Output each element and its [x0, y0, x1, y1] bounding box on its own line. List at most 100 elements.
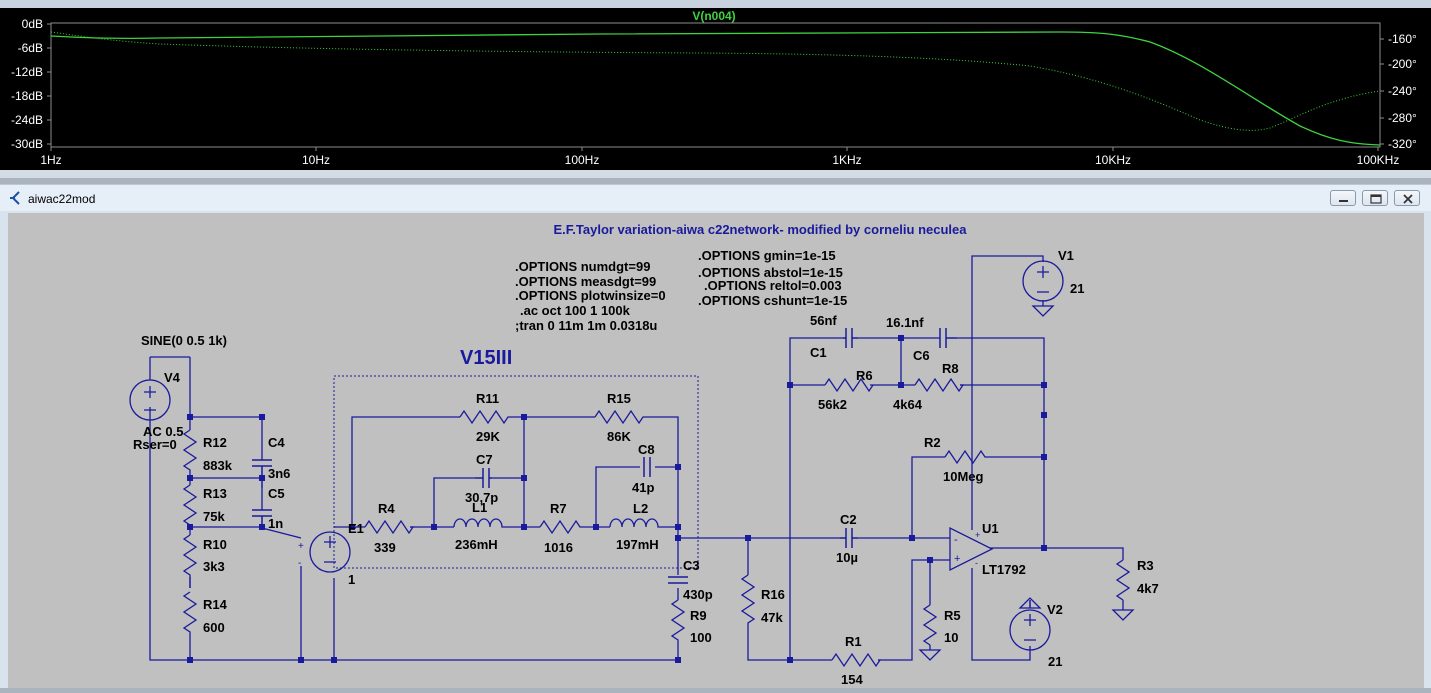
- c4-value[interactable]: 3n6: [268, 466, 290, 481]
- r11-value[interactable]: 29K: [476, 429, 500, 444]
- plot-svg[interactable]: V(n004) 0dB -6dB -12dB -18dB -24dB -30dB…: [0, 8, 1431, 170]
- r8-value[interactable]: 4k64: [893, 397, 923, 412]
- schematic-canvas[interactable]: -+ +- +- E.F.Taylor variation-aiwa c22ne…: [8, 213, 1424, 688]
- minimize-button[interactable]: [1330, 190, 1356, 206]
- r2-value[interactable]: 10Meg: [943, 469, 984, 484]
- schematic-heading[interactable]: E.F.Taylor variation-aiwa c22network- mo…: [554, 222, 968, 237]
- capacitor-c6: [939, 328, 947, 348]
- u1-value[interactable]: LT1792: [982, 562, 1026, 577]
- r4-value[interactable]: 339: [374, 540, 396, 555]
- c2-name[interactable]: C2: [840, 512, 857, 527]
- right-axis-labels: -160° -200° -240° -280° -320°: [1388, 32, 1417, 151]
- r15-value[interactable]: 86K: [607, 429, 631, 444]
- r8-name[interactable]: R8: [942, 361, 959, 376]
- c5-value[interactable]: 1n: [268, 516, 283, 531]
- c3-name[interactable]: C3: [683, 558, 700, 573]
- c7-value[interactable]: 30,7p: [465, 490, 498, 505]
- c8-value[interactable]: 41p: [632, 480, 654, 495]
- directive[interactable]: .OPTIONS numdgt=99: [515, 259, 650, 274]
- directive[interactable]: .OPTIONS abstol=1e-15: [698, 265, 843, 280]
- l2-value[interactable]: 197mH: [616, 537, 659, 552]
- v2-name[interactable]: V2: [1047, 602, 1063, 617]
- r15-name[interactable]: R15: [607, 391, 631, 406]
- spice-directives-right[interactable]: .OPTIONS gmin=1e-15 .OPTIONS abstol=1e-1…: [698, 248, 847, 308]
- capacitor-c1: [845, 328, 853, 348]
- c6-name[interactable]: C6: [913, 348, 930, 363]
- component-labels[interactable]: SINE(0 0.5 1k) V4 AC 0.5 Rser=0 R12 883k…: [133, 248, 1159, 687]
- v4-name[interactable]: V4: [164, 370, 181, 385]
- r9-name[interactable]: R9: [690, 608, 707, 623]
- l1-value[interactable]: 236mH: [455, 537, 498, 552]
- inductor-l1: [453, 518, 508, 528]
- r1-value[interactable]: 154: [841, 672, 863, 687]
- trace-label[interactable]: V(n004): [692, 9, 735, 23]
- directive[interactable]: .OPTIONS gmin=1e-15: [698, 248, 836, 263]
- restore-button[interactable]: [1362, 190, 1388, 206]
- r16-value[interactable]: 47k: [761, 610, 783, 625]
- x-tick-label: 10KHz: [1095, 153, 1131, 167]
- c4-name[interactable]: C4: [268, 435, 285, 450]
- r5-name[interactable]: R5: [944, 608, 961, 623]
- plot-window-frame: [0, 0, 1431, 8]
- l2-name[interactable]: L2: [633, 501, 648, 516]
- r11-name[interactable]: R11: [476, 391, 499, 406]
- directive[interactable]: .OPTIONS plotwinsize=0: [515, 288, 666, 303]
- v4-ac[interactable]: AC 0.5: [143, 424, 183, 439]
- r6-value[interactable]: 56k2: [818, 397, 847, 412]
- r10-value[interactable]: 3k3: [203, 559, 225, 574]
- c2-value[interactable]: 10µ: [836, 550, 858, 565]
- c7-name[interactable]: C7: [476, 452, 493, 467]
- c6-value[interactable]: 16.1nf: [886, 315, 924, 330]
- directive[interactable]: .OPTIONS cshunt=1e-15: [698, 293, 847, 308]
- subcircuit-label[interactable]: V15III: [460, 347, 512, 369]
- r14-name[interactable]: R14: [203, 597, 228, 612]
- r1-name[interactable]: R1: [845, 634, 862, 649]
- right-tick-label: -240°: [1388, 84, 1417, 98]
- r13-value[interactable]: 75k: [203, 509, 225, 524]
- v1-name[interactable]: V1: [1058, 248, 1074, 263]
- r3-name[interactable]: R3: [1137, 558, 1154, 573]
- spice-directives-left[interactable]: .OPTIONS numdgt=99 .OPTIONS measdgt=99 .…: [515, 259, 666, 333]
- e1-value[interactable]: 1: [348, 572, 355, 587]
- v2-value[interactable]: 21: [1048, 654, 1062, 669]
- l1-name[interactable]: L1: [472, 500, 487, 515]
- c1-value[interactable]: 56nf: [810, 313, 837, 328]
- r5-value[interactable]: 10: [944, 630, 958, 645]
- v4-rser[interactable]: Rser=0: [133, 437, 177, 452]
- right-tick-label: -280°: [1388, 111, 1417, 125]
- r12-value[interactable]: 883k: [203, 458, 233, 473]
- resistor-r1: [831, 652, 882, 668]
- directive[interactable]: ;tran 0 11m 1m 0.0318u: [515, 318, 657, 333]
- e1-name[interactable]: E1: [348, 521, 364, 536]
- svg-text:-: -: [954, 534, 958, 546]
- close-button[interactable]: [1394, 190, 1420, 206]
- r2-name[interactable]: R2: [924, 435, 941, 450]
- r16-name[interactable]: R16: [761, 587, 785, 602]
- c3-value[interactable]: 430p: [683, 587, 713, 602]
- c8-name[interactable]: C8: [638, 442, 655, 457]
- r10-name[interactable]: R10: [203, 537, 227, 552]
- schematic-titlebar[interactable]: aiwac22mod: [0, 184, 1431, 211]
- c1-name[interactable]: C1: [810, 345, 827, 360]
- source-e1: [309, 531, 351, 573]
- r14-value[interactable]: 600: [203, 620, 225, 635]
- schematic-svg[interactable]: -+ +- +- E.F.Taylor variation-aiwa c22ne…: [8, 213, 1424, 688]
- u1-name[interactable]: U1: [982, 521, 999, 536]
- r3-value[interactable]: 4k7: [1137, 581, 1159, 596]
- c5-name[interactable]: C5: [268, 486, 285, 501]
- r13-name[interactable]: R13: [203, 486, 227, 501]
- phase-trace: [50, 31, 1381, 131]
- waveform-plot[interactable]: V(n004) 0dB -6dB -12dB -18dB -24dB -30dB…: [0, 8, 1431, 170]
- directive[interactable]: .ac oct 100 1 100k: [520, 303, 631, 318]
- r9-value[interactable]: 100: [690, 630, 712, 645]
- r4-name[interactable]: R4: [378, 501, 395, 516]
- r12-name[interactable]: R12: [203, 435, 227, 450]
- v1-value[interactable]: 21: [1070, 281, 1084, 296]
- directive[interactable]: .OPTIONS measdgt=99: [515, 274, 656, 289]
- directive[interactable]: .OPTIONS reltol=0.003: [704, 278, 842, 293]
- resistor-r8: [914, 377, 965, 393]
- r7-value[interactable]: 1016: [544, 540, 573, 555]
- r7-name[interactable]: R7: [550, 501, 567, 516]
- r6-name[interactable]: R6: [856, 368, 873, 383]
- v4-value[interactable]: SINE(0 0.5 1k): [141, 333, 227, 348]
